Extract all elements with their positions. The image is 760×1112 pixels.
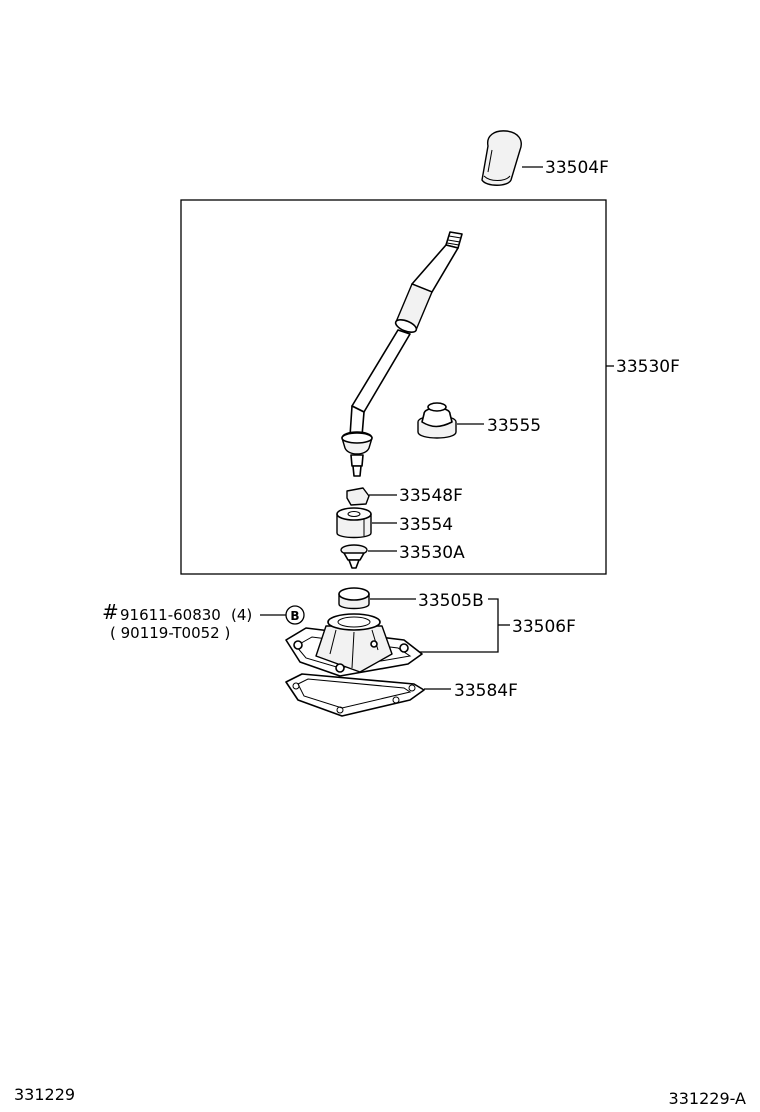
label-knob: 33504F	[545, 158, 609, 178]
label-gasket: 33584F	[454, 681, 518, 701]
bolt-mark: #	[102, 600, 119, 624]
spring-drawing	[340, 544, 368, 569]
label-lever-assembly: 33530F	[616, 357, 680, 377]
gasket-drawing	[285, 673, 425, 717]
seat-drawing	[346, 487, 370, 506]
boot-drawing	[417, 402, 457, 439]
callout-b-letter: B	[290, 609, 299, 623]
retainer-drawing	[336, 507, 372, 539]
label-boot: 33555	[487, 416, 541, 436]
label-housing: 33506F	[512, 617, 576, 637]
housing-drawing	[285, 613, 423, 677]
callout-b-circle	[285, 605, 305, 625]
shift-lever-drawing	[341, 231, 463, 477]
label-spring: 33530A	[399, 543, 465, 563]
shift-knob-drawing	[481, 130, 522, 186]
label-retainer: 33554	[399, 515, 453, 535]
bolt-quantity: (4)	[231, 606, 252, 624]
bolt-part-number: 91611-60830	[120, 606, 221, 624]
label-seat: 33548F	[399, 486, 463, 506]
bolt-alt-part-number: ( 90119-T0052 )	[110, 624, 230, 642]
label-bushing: 33505B	[418, 591, 484, 611]
footer-left-code: 331229	[14, 1085, 75, 1104]
footer-right-code: 331229-A	[669, 1089, 747, 1108]
bushing-drawing	[338, 587, 370, 610]
assembly-frame	[180, 199, 607, 575]
